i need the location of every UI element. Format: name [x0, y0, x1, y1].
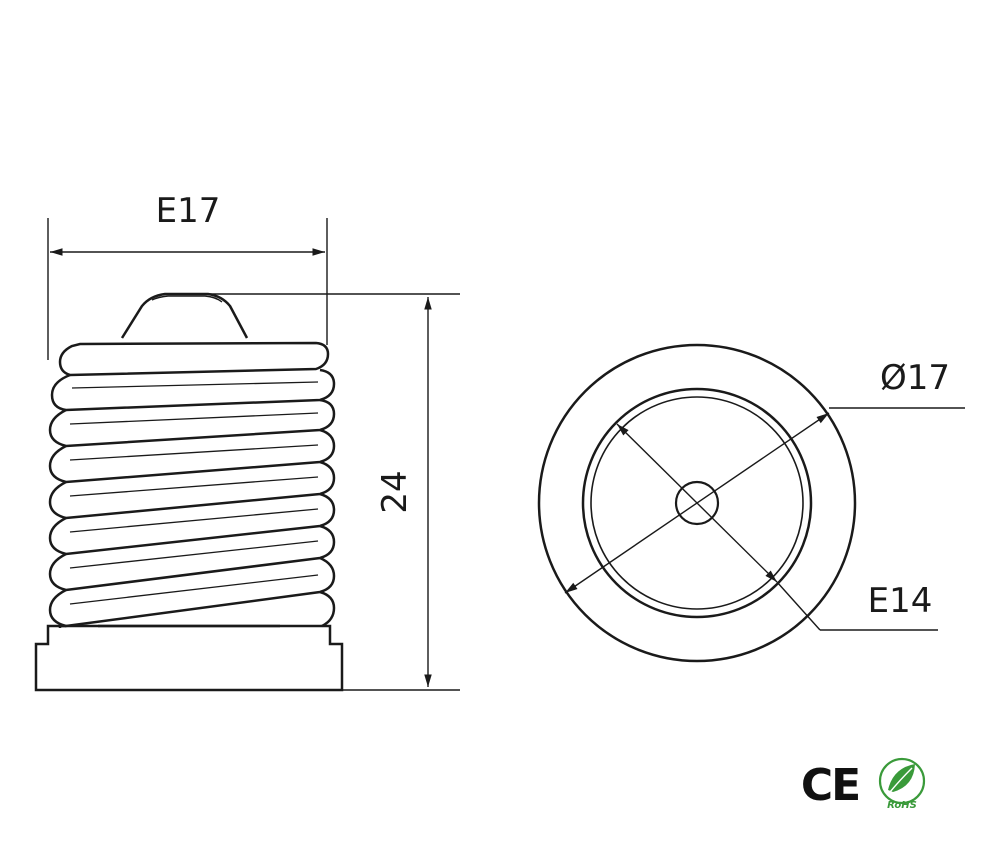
inner-socket-label: E14	[868, 581, 933, 621]
top-contact-inner	[151, 295, 223, 303]
thread-body	[48, 341, 336, 628]
rohs-mark-text: RoHS	[887, 800, 917, 811]
outer-circle	[537, 343, 857, 663]
certification-marks: CE RoHS	[801, 757, 926, 811]
inner-diameter-line	[616, 423, 778, 583]
ce-mark: CE	[801, 760, 859, 811]
end-view: Ø17 E14	[537, 343, 965, 663]
e17-label: E17	[156, 191, 221, 231]
top-contact	[120, 292, 249, 339]
outer-diameter-label: Ø17	[880, 358, 950, 398]
side-view: E17	[34, 191, 460, 692]
rohs-mark-icon: RoHS	[878, 757, 926, 811]
thread-groove-lines	[69, 381, 319, 605]
height-label: 24	[375, 470, 415, 513]
base-collar	[34, 624, 344, 692]
inner-diameter-leader-diag	[776, 581, 821, 631]
